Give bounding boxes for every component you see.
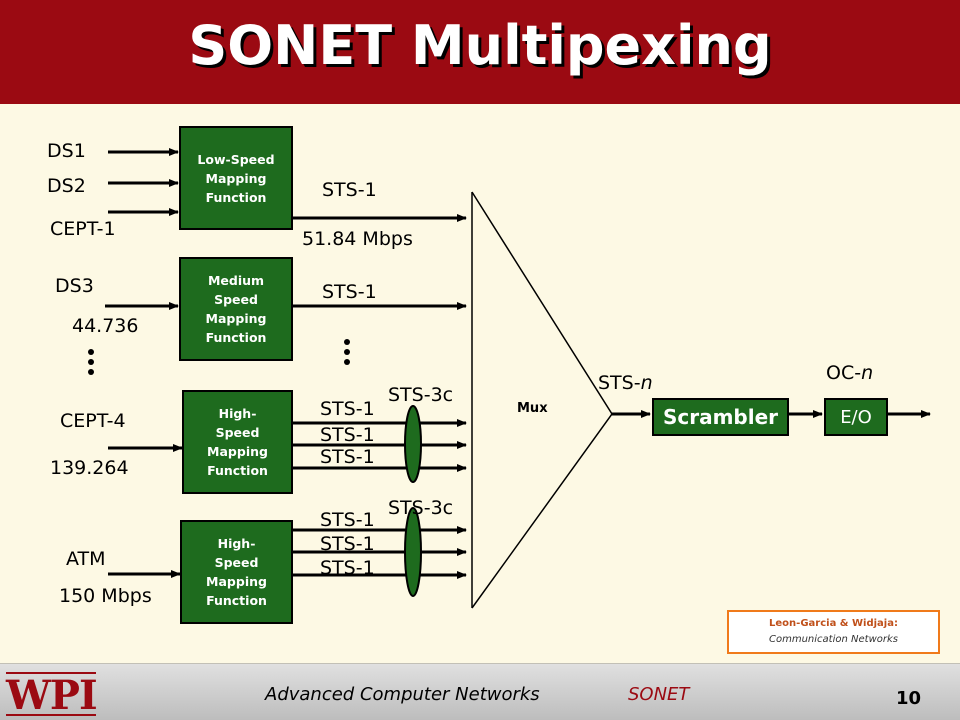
ocn-prefix: OC- <box>826 362 862 384</box>
slide-title: SONET Multipexing <box>188 14 772 77</box>
eo-box: E/O <box>824 398 888 436</box>
label-sts1-low: STS-1 <box>322 179 377 201</box>
box-line: Low-Speed <box>197 151 275 167</box>
box-line: High- <box>218 406 257 421</box>
label-atm-rate: 150 Mbps <box>59 585 152 607</box>
stsn-prefix: STS- <box>598 372 641 394</box>
label-sts1-medium: STS-1 <box>322 281 377 303</box>
box-line: Function <box>207 463 268 478</box>
ocn-n: n <box>861 362 874 384</box>
box-line: Medium <box>207 273 265 288</box>
label-sts1-high2-a: STS-1 <box>320 509 375 531</box>
box-line: Speed <box>215 425 260 440</box>
label-ds1: DS1 <box>47 140 86 162</box>
box-line: Mapping <box>207 444 268 459</box>
mux-triangle <box>471 191 613 609</box>
footer-topic: SONET <box>628 684 690 705</box>
label-sts1-high1-b: STS-1 <box>320 424 375 446</box>
wpi-logo-rule-bottom <box>6 714 96 716</box>
medium-speed-mapping-box: Medium Speed Mapping Function <box>179 257 293 361</box>
sts3c-ellipse-2 <box>404 507 422 597</box>
ellipsis-dot <box>88 359 94 365</box>
label-sts1-high1-c: STS-1 <box>320 446 375 468</box>
stsn-n: n <box>640 372 653 394</box>
label-atm: ATM <box>66 548 106 570</box>
box-line: Function <box>205 189 267 205</box>
label-cept1: CEPT-1 <box>50 218 116 240</box>
footer-bar <box>0 664 960 720</box>
label-ocn: OC-n <box>826 362 873 384</box>
box-line: Speed <box>214 292 258 307</box>
box-line: Mapping <box>205 170 267 186</box>
label-sts1-high1-a: STS-1 <box>320 398 375 420</box>
ellipsis-dot <box>344 339 350 345</box>
box-line: High- <box>217 536 256 551</box>
low-speed-mapping-box: Low-Speed Mapping Function <box>179 126 293 230</box>
box-line: Function <box>205 330 267 345</box>
box-line: Mapping <box>205 311 267 326</box>
label-stsn: STS-n <box>598 372 653 394</box>
label-cept4: CEPT-4 <box>60 410 126 432</box>
ellipsis-dot <box>88 369 94 375</box>
footer-course: Advanced Computer Networks <box>265 684 540 705</box>
label-ds3-rate: 44.736 <box>72 315 139 337</box>
title-bar <box>0 0 960 104</box>
label-sts1-rate: 51.84 Mbps <box>302 228 413 250</box>
scrambler-box: Scrambler <box>652 398 789 436</box>
ellipsis-dot <box>88 349 94 355</box>
label-sts3c-2: STS-3c <box>388 497 454 519</box>
high-speed-mapping-box-1: High- Speed Mapping Function <box>182 390 293 494</box>
mux-label: Mux <box>517 401 548 416</box>
page-number: 10 <box>896 688 922 709</box>
label-ds2: DS2 <box>47 175 86 197</box>
label-sts1-high2-b: STS-1 <box>320 533 375 555</box>
citation-authors: Leon-Garcia & Widjaja: <box>769 618 898 629</box>
box-line: Speed <box>214 555 259 570</box>
label-ds3: DS3 <box>55 275 94 297</box>
wpi-logo-rule-top <box>6 672 96 674</box>
citation-box: Leon-Garcia & Widjaja: Communication Net… <box>727 610 940 654</box>
sts3c-ellipse-1 <box>404 405 422 483</box>
label-cept4-rate: 139.264 <box>50 457 129 479</box>
citation-book: Communication Networks <box>769 634 898 645</box>
wpi-logo: WPI <box>6 672 98 719</box>
label-sts3c-1: STS-3c <box>388 384 454 406</box>
label-sts1-high2-c: STS-1 <box>320 557 375 579</box>
high-speed-mapping-box-2: High- Speed Mapping Function <box>180 520 293 624</box>
ellipsis-dot <box>344 359 350 365</box>
box-line: Mapping <box>206 574 267 589</box>
box-line: Function <box>206 593 267 608</box>
ellipsis-dot <box>344 349 350 355</box>
